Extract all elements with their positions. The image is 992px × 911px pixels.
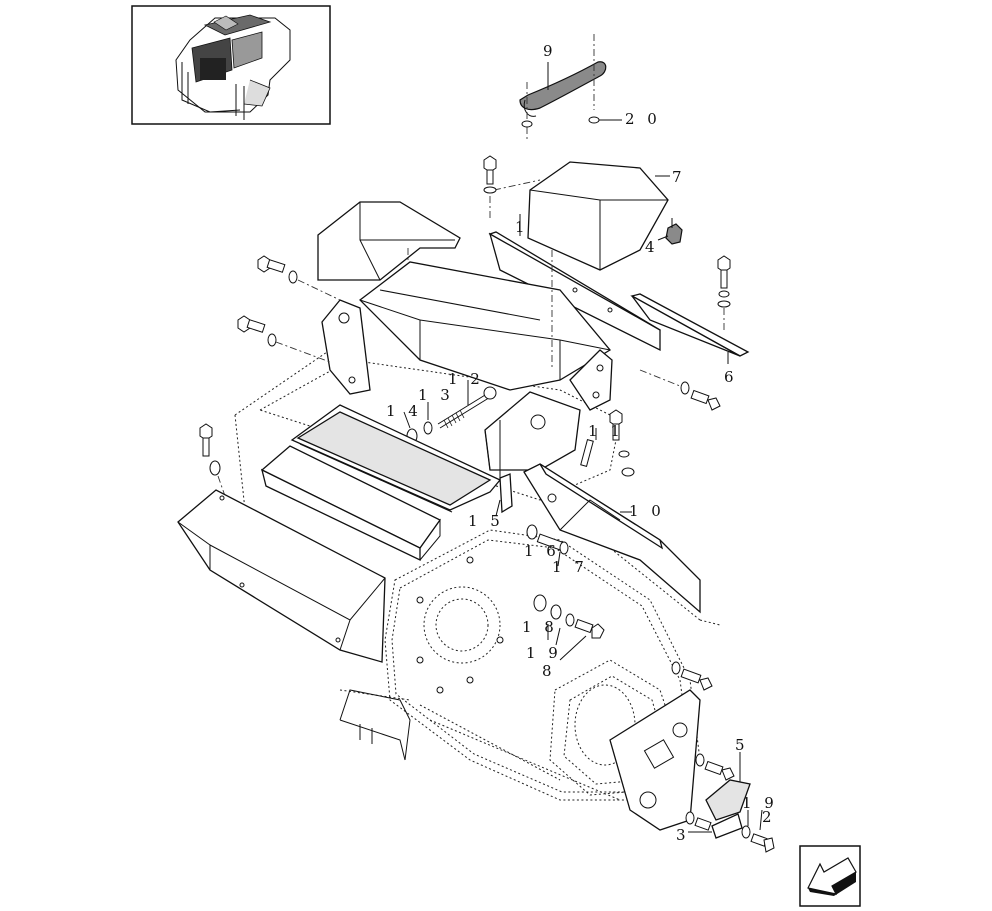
long-bar-part-1[interactable] xyxy=(488,214,661,352)
washer-part-20[interactable] xyxy=(588,116,622,124)
callout-19-lower: 1 9 xyxy=(742,794,778,812)
fastener-part-4[interactable] xyxy=(657,218,683,245)
callout-19: 1 9 xyxy=(526,644,562,662)
bolt-upper-left-1[interactable] xyxy=(257,255,341,301)
bolt-lower-left-small[interactable] xyxy=(685,811,712,831)
overview-thumbnail[interactable] xyxy=(131,5,331,125)
bolt-cover-left[interactable] xyxy=(483,155,497,220)
bolt-upper-left-2[interactable] xyxy=(237,315,331,363)
washer-part-18[interactable] xyxy=(533,594,547,612)
lamp-lens-part-5[interactable] xyxy=(705,752,751,821)
callout-9: 9 xyxy=(543,42,557,60)
washer-part-13[interactable] xyxy=(423,402,433,435)
center-housing[interactable] xyxy=(359,250,611,391)
callout-13: 1 3 xyxy=(418,386,454,404)
callout-3: 3 xyxy=(676,826,690,844)
callout-17: 1 7 xyxy=(552,558,588,576)
bushing-part-16[interactable] xyxy=(526,524,538,540)
callout-14: 1 4 xyxy=(386,402,422,420)
right-side-bracket[interactable] xyxy=(569,349,613,411)
upper-hood[interactable] xyxy=(317,201,461,281)
pin-part-11[interactable] xyxy=(580,428,597,467)
front-cover[interactable] xyxy=(177,489,386,663)
left-side-bracket[interactable] xyxy=(321,299,371,395)
callout-labels: 9 2 0 7 1 4 6 1 2 1 3 1 4 1 1 1 0 1 5 1 … xyxy=(386,42,778,844)
bolt-right-upper[interactable] xyxy=(717,255,731,330)
washer-part-19[interactable] xyxy=(550,604,575,627)
lower-tray[interactable] xyxy=(260,445,441,562)
callout-18: 1 8 xyxy=(522,618,558,636)
callout-16: 1 6 xyxy=(524,542,560,560)
clip-part-3[interactable] xyxy=(688,813,743,839)
callout-15: 1 5 xyxy=(468,512,504,530)
top-cover-part-7[interactable] xyxy=(493,161,670,271)
bolt-right-lower[interactable] xyxy=(639,369,721,411)
machine-overview-icon xyxy=(175,14,291,120)
arrow-back-icon xyxy=(807,857,857,896)
callout-1-top: 1 xyxy=(515,218,529,236)
bolt-left-large[interactable] xyxy=(199,423,226,497)
bolt-part-8[interactable] xyxy=(547,618,605,661)
callout-11: 1 1 xyxy=(588,422,624,440)
bolt-lower-right-1[interactable] xyxy=(671,661,713,691)
small-bracket-part-15[interactable] xyxy=(495,473,513,517)
callout-12: 1 2 xyxy=(448,370,484,388)
callout-7: 7 xyxy=(672,168,686,186)
mount-bracket[interactable] xyxy=(484,391,581,481)
bolt-part-17[interactable] xyxy=(536,533,569,567)
callout-10: 1 0 xyxy=(629,502,665,520)
strap-part-9[interactable] xyxy=(519,34,607,140)
bolt-center-right[interactable] xyxy=(609,409,635,477)
callout-5: 5 xyxy=(735,736,749,754)
callout-20: 2 0 xyxy=(625,110,661,128)
rod-part-12[interactable] xyxy=(437,380,497,429)
lower-right-plate[interactable] xyxy=(609,689,701,831)
side-frame-part-10[interactable] xyxy=(523,463,701,614)
bolt-lower-right-2[interactable] xyxy=(695,753,735,781)
angled-strip-part-6[interactable] xyxy=(630,293,750,364)
bolt-lower-right-3[interactable] xyxy=(741,809,775,853)
back-button[interactable] xyxy=(799,845,861,907)
callout-6: 6 xyxy=(724,368,738,386)
grille-plate[interactable] xyxy=(290,404,502,513)
base-bracket xyxy=(339,689,411,761)
callout-4: 4 xyxy=(645,238,659,256)
callout-8: 8 xyxy=(542,662,556,680)
callout-2: 2 xyxy=(762,808,776,826)
